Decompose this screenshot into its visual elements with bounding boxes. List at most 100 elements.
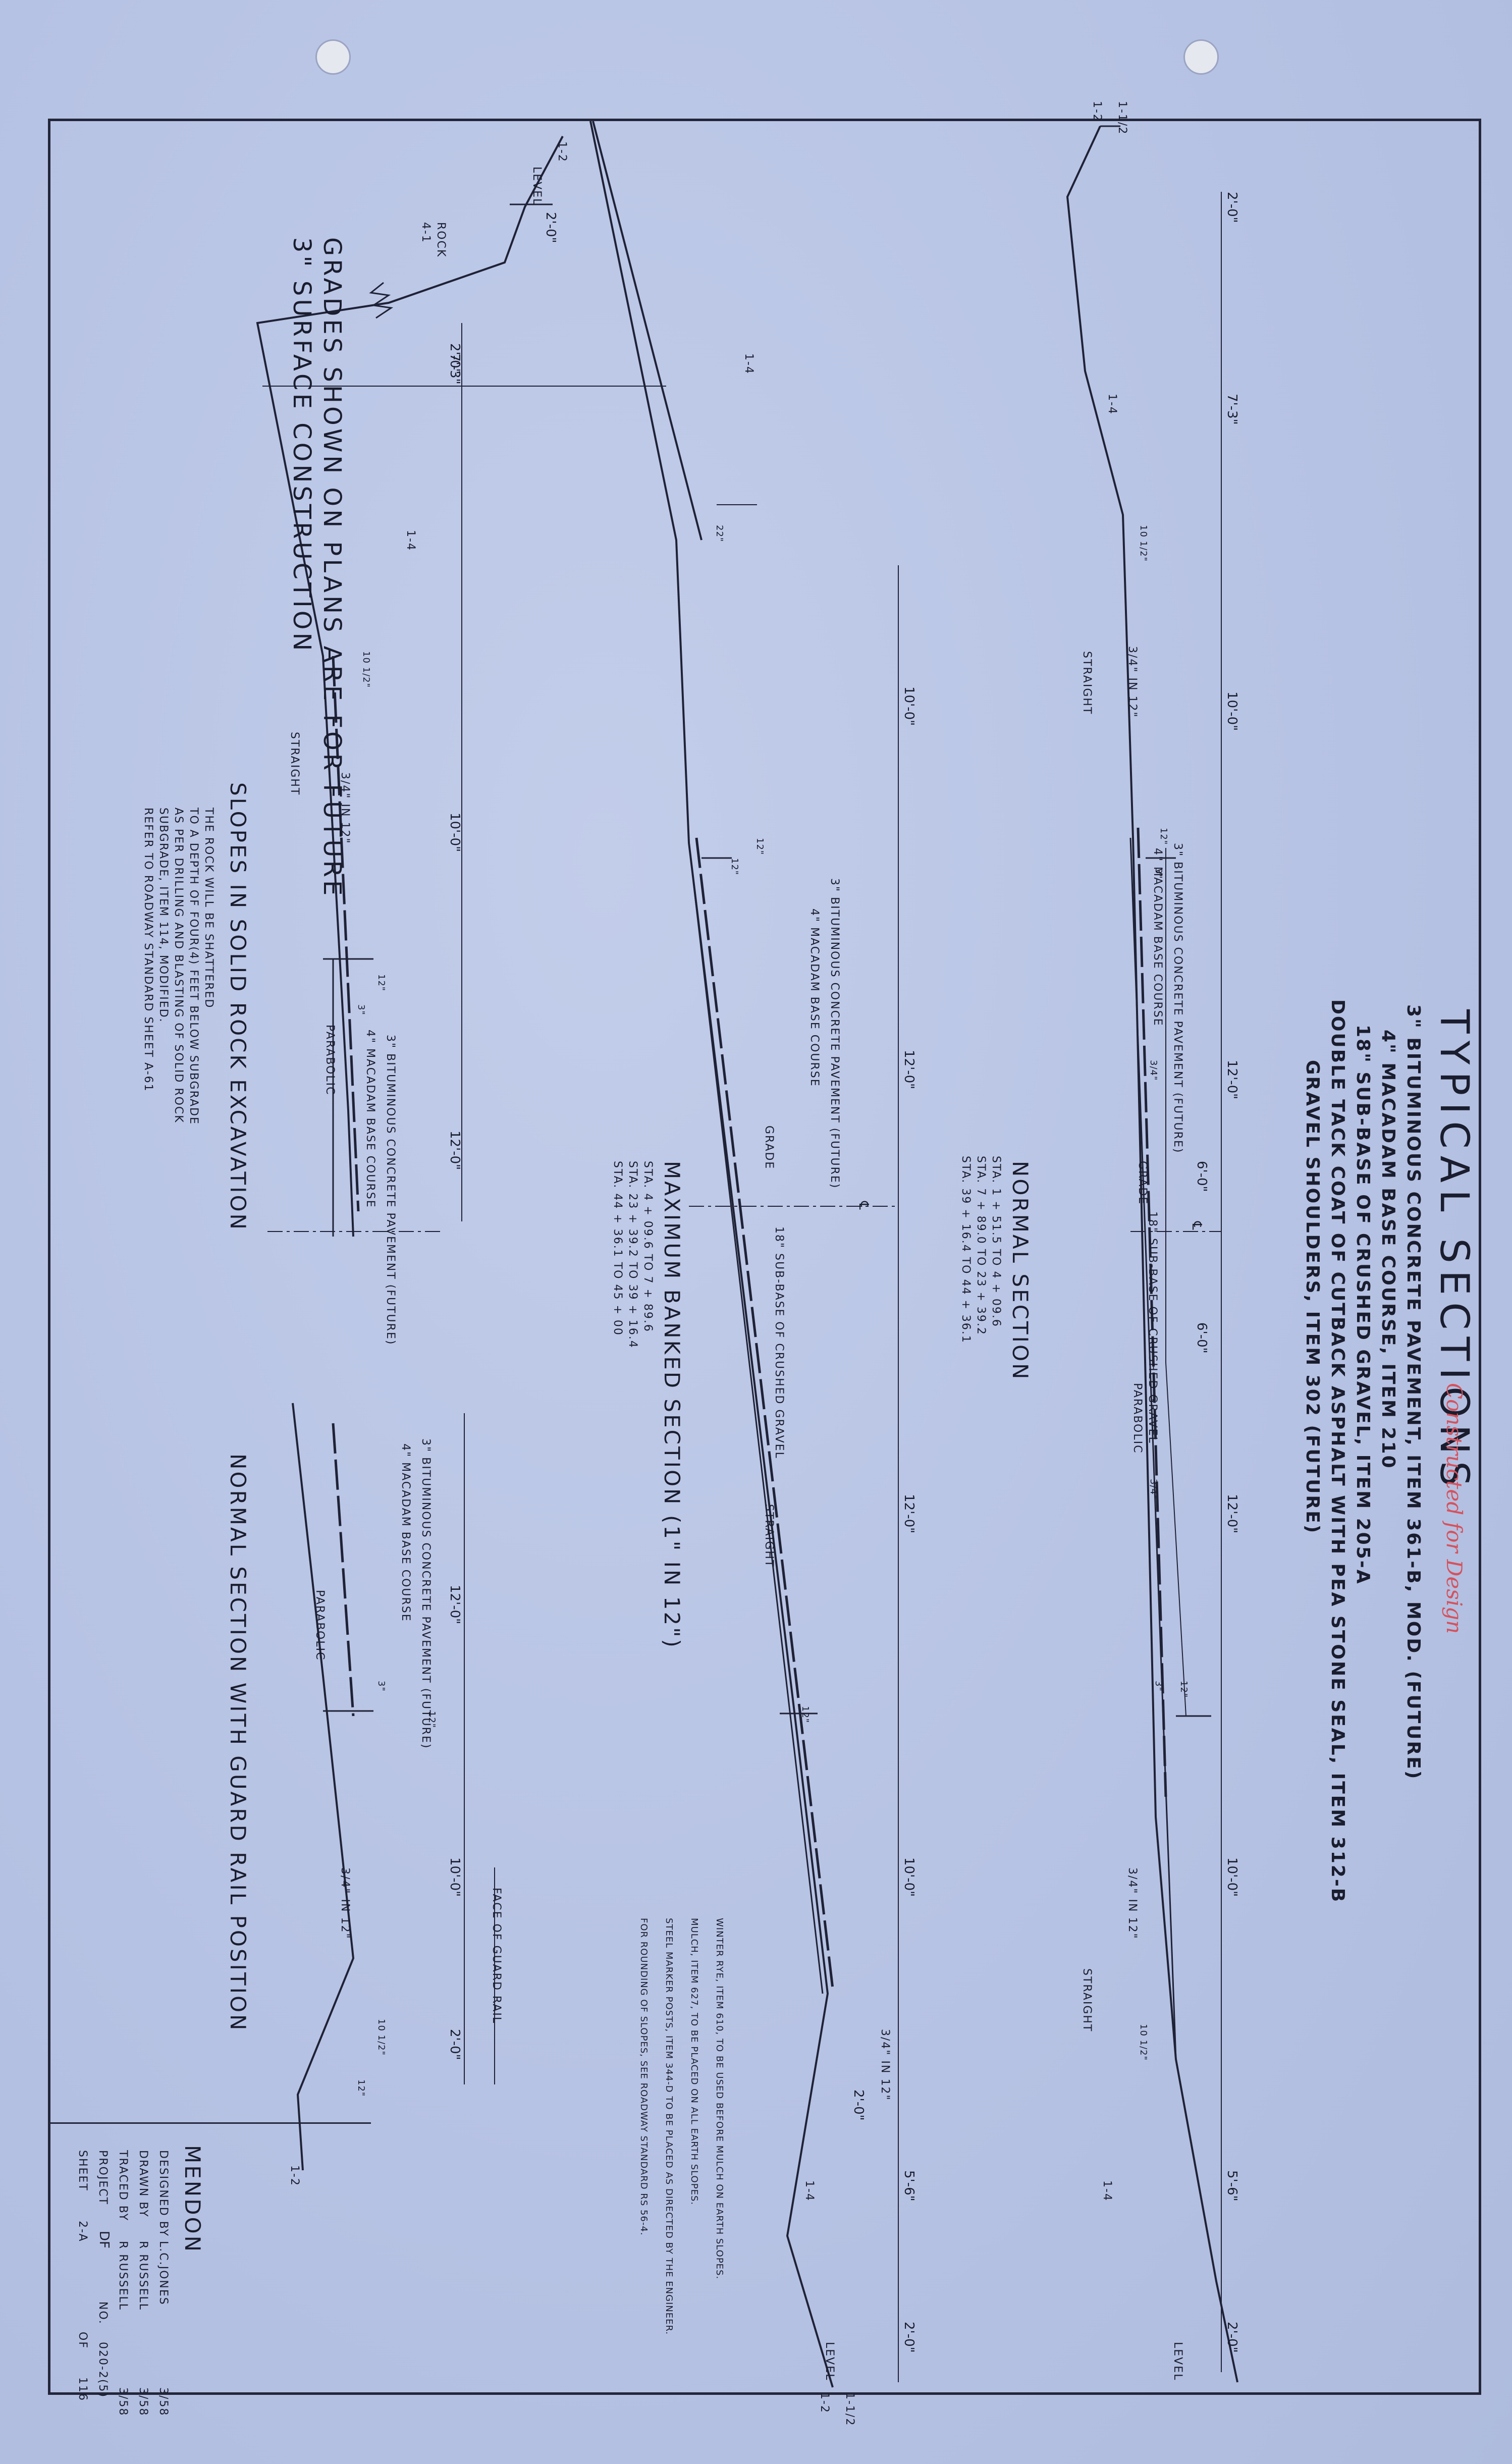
normal-dim: 12'-0": [1224, 1494, 1239, 1534]
normal-dim: 12'-0": [1224, 1060, 1239, 1100]
banked-dim-small: 12": [729, 858, 740, 876]
normal-centerline: ℄: [1189, 1221, 1204, 1230]
banked-macadam-label: 4" MACADAM BASE COURSE: [808, 908, 821, 1087]
red-annotation: Constructed for Design: [1442, 1383, 1467, 1634]
guardrail-section-caption: NORMAL SECTION WITH GUARD RAIL POSITION: [226, 1454, 250, 2032]
banked-straight-label: STRAIGHT: [763, 1504, 775, 1568]
rock-crossfall-label: 3/4" IN 12": [339, 772, 351, 844]
normal-parabolic-label: PARABOLIC: [1131, 1383, 1144, 1454]
rock-note-line: AS PER DRILLING AND BLASTING OF SOLID RO…: [172, 808, 185, 1123]
normal-dim-small: 3/4": [1148, 1060, 1159, 1081]
normal-section-caption: NORMAL SECTION: [1008, 1161, 1033, 1381]
rock-dim-small: 3": [356, 1004, 366, 1015]
guardrail-section-ground: [292, 1403, 355, 2171]
rock-section-ground: [256, 136, 564, 1237]
rock-dim: 12'-0": [447, 1131, 462, 1170]
normal-dim: 2'-0": [1224, 2322, 1239, 2353]
normal-pavement-label: 3" BITUMINOUS CONCRETE PAVEMENT (FUTURE): [1171, 843, 1184, 1154]
guardrail-section-surface: [332, 1423, 355, 1717]
normal-grade-label: GRADE: [1136, 1161, 1149, 1205]
grades-note-line2: 3" SURFACE CONSTRUCTION: [288, 237, 316, 654]
banked-dim: 2'-0": [901, 2322, 916, 2353]
normal-crossfall-label: 3/4" IN 12": [1126, 1867, 1139, 1940]
title-block-designed-date: 3/58: [157, 2387, 170, 2417]
banked-slope-label: 1-2: [818, 2392, 831, 2414]
rock-section-caption: SLOPES IN SOLID ROCK EXCAVATION: [226, 782, 250, 1231]
guardrail-dim-small: 12": [356, 2079, 366, 2097]
guardrail-dim-small: 10 1/2": [376, 2019, 387, 2056]
general-note: WINTER RYE, ITEM 610, TO BE USED BEFORE …: [714, 1918, 725, 2280]
normal-level-label: LEVEL: [1171, 2342, 1184, 2381]
rock-label: ROCK: [435, 222, 447, 258]
banked-dim-small: 12": [800, 1706, 811, 1724]
normal-dim-small: 12": [1158, 828, 1169, 845]
normal-section-station: STA. 39 + 16.4 TO 44 + 36.1: [959, 1156, 972, 1344]
title-line-tack-coat: DOUBLE TACK COAT OF CUTBACK ASPHALT WITH…: [1327, 999, 1348, 1904]
banked-subbase-label: 18" SUB-BASE OF CRUSHED GRAVEL: [773, 1226, 785, 1459]
banked-section-station: STA. 4 + 09.6 TO 7 + 89.6: [641, 1161, 654, 1332]
rock-note-line: TO A DEPTH OF FOUR(4) FEET BELOW SUBGRAD…: [187, 808, 200, 1125]
banked-dim: 5'-6": [901, 2170, 916, 2202]
guardrail-pavement-label: 3" BITUMINOUS CONCRETE PAVEMENT (FUTURE): [419, 1438, 432, 1749]
rock-slope-label: 4-1: [419, 222, 432, 243]
title-block: [48, 2122, 371, 2390]
normal-dim: 6'-0": [1194, 1322, 1209, 1354]
guardrail-face-label: FACE OF GUARD RAIL: [490, 1888, 503, 2024]
guardrail-macadam-label: 4" MACADAM BASE COURSE: [399, 1443, 412, 1622]
binding-hole: [315, 39, 351, 75]
normal-dim: 6'-0": [1194, 1161, 1209, 1192]
normal-crossfall-label: 3/4" IN 12": [1126, 646, 1139, 718]
rock-dim: 2'-0": [543, 212, 558, 243]
rock-section-surface: [332, 656, 360, 1212]
guardrail-dim: 2'-0": [447, 2029, 462, 2060]
rock-dim-small: 10 1/2": [361, 651, 371, 688]
normal-section-subgrade: [1129, 837, 1177, 2060]
general-note: STEEL MARKER POSTS, ITEM 344-D TO BE PLA…: [664, 1918, 674, 2335]
guardrail-dim: 10'-0": [447, 1857, 462, 1897]
banked-section-surface: [695, 837, 834, 1989]
banked-dim-small: 22": [714, 525, 725, 543]
banked-slope-label: 1-4: [742, 353, 755, 374]
normal-section-ground: [1066, 126, 1238, 2383]
rock-slope-label: 1-2: [556, 141, 568, 163]
normal-straight-label: STRAIGHT: [1081, 651, 1093, 715]
banked-section-subgrade: [688, 842, 824, 1994]
banked-centerline: ℄: [856, 1201, 871, 1210]
title-block-drawn-date: 3/58: [137, 2387, 149, 2417]
rock-slope-label: 1-4: [404, 530, 417, 551]
normal-straight-label: STRAIGHT: [1081, 1968, 1093, 2032]
normal-dim-small: 12": [1178, 1681, 1189, 1698]
normal-subbase-label: 18" SUB-BASE OF CRUSHED GRAVEL: [1146, 1211, 1159, 1444]
normal-dim-small: 3": [1153, 1681, 1164, 1692]
guardrail-parabolic-label: PARABOLIC: [313, 1590, 326, 1661]
banked-grade-label: GRADE: [763, 1126, 775, 1170]
drawing-border: [48, 119, 1481, 2395]
normal-dim: 2'-0": [1224, 192, 1239, 223]
banked-section-ground-top: [592, 121, 703, 541]
normal-section-surface: [1137, 827, 1167, 1797]
rock-dim: 10'-0": [447, 813, 462, 852]
rock-face-hatch: [369, 282, 394, 319]
title-line-pavement: 3" BITUMINOUS CONCRETE PAVEMENT, ITEM 36…: [1403, 1004, 1424, 1781]
banked-dim: 12'-0": [901, 1050, 916, 1090]
normal-slope-label: 1-4: [1106, 394, 1118, 415]
rock-dim: 2'-0": [447, 343, 462, 374]
title-line-macadam: 4" MACADAM BASE COURSE, ITEM 210: [1378, 1030, 1398, 1470]
normal-dim-small: 10 1/2": [1138, 2024, 1149, 2061]
normal-dim: 7'-3": [1224, 394, 1239, 425]
banked-dim: 12'-0": [901, 1494, 916, 1534]
banked-crossfall-label: 3/4" IN 12": [879, 2029, 891, 2101]
banked-section-caption: MAXIMUM BANKED SECTION (1" IN 12"): [660, 1161, 684, 1649]
rock-dim-small: 12": [376, 974, 387, 992]
banked-slope-label: 1-1/2: [843, 2392, 856, 2427]
normal-section-station: STA. 7 + 89.0 TO 23 + 39.2: [975, 1156, 987, 1335]
normal-dim-small: 3": [1153, 868, 1164, 879]
general-note: FOR ROUNDING OF SLOPES, SEE ROADWAY STAN…: [638, 1918, 649, 2236]
guardrail-dim-small: 3": [376, 1681, 387, 1692]
rock-note-line: REFER TO ROADWAY STANDARD SHEET A-61: [142, 808, 154, 1092]
title-line-subbase: 18" SUB-BASE OF CRUSHED GRAVEL, ITEM 205…: [1353, 1025, 1373, 1585]
banked-dim-small: 12": [754, 838, 765, 855]
general-note: MULCH, ITEM 627, TO BE PLACED ON ALL EAR…: [689, 1918, 699, 2206]
normal-slope-label: 1-4: [1101, 2180, 1113, 2202]
